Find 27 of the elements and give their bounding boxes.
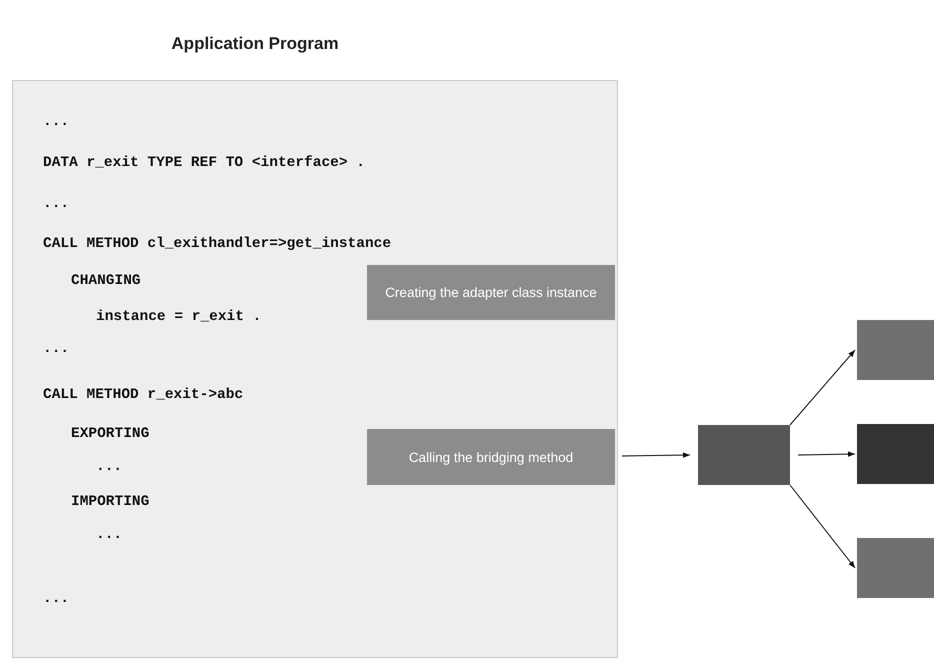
process-box [857,320,934,380]
code-line: CALL METHOD cl_exithandler=>get_instance [43,236,392,252]
process-box [857,538,934,598]
code-line: ... [43,114,70,130]
code-line: ... [96,527,122,543]
annotation-box [367,429,615,485]
arrow [790,484,856,568]
code-line: EXPORTING [71,426,150,442]
code-line: IMPORTING [71,494,150,510]
arrow [622,452,690,458]
code-line: ... [43,591,70,607]
code-panel [12,80,618,658]
process-box [698,425,790,485]
arrow [798,451,856,457]
arrow [790,350,856,426]
code-line: DATA r_exit TYPE REF TO <interface> . [43,155,365,171]
annotation-box [367,265,615,320]
annotation-text: Calling the bridging method [408,448,574,466]
diagram-title: Application Program [170,34,340,54]
code-line: CALL METHOD r_exit->abc [43,387,244,403]
process-box [857,424,934,484]
code-line: CHANGING [71,273,141,289]
code-line: ... [43,196,70,212]
code-line: instance = r_exit . [96,309,262,325]
annotation-text: Creating the adapter class instance [384,284,598,301]
code-line: ... [96,459,122,475]
code-line: ... [43,341,70,357]
